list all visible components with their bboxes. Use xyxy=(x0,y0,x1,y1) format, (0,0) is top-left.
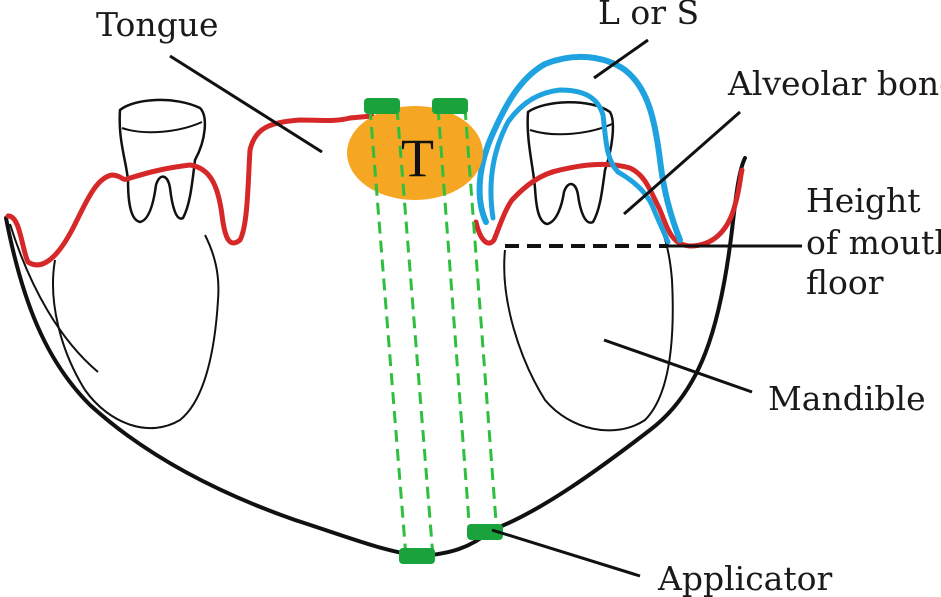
tumor-ellipse xyxy=(347,106,483,200)
mucosa-line-right xyxy=(473,161,745,249)
tongue-leader xyxy=(169,54,323,154)
alveolar-leader xyxy=(623,110,741,216)
mandible-leader xyxy=(603,338,753,394)
applicator-label: Applicator xyxy=(657,559,832,597)
applicator-leader xyxy=(491,528,641,578)
applicator-right xyxy=(432,98,503,540)
right-tooth xyxy=(526,101,615,226)
mandible-outline xyxy=(4,156,747,559)
height-label-line3: floor xyxy=(806,263,884,302)
applicator-left xyxy=(364,98,435,564)
lors-label: L or S xyxy=(598,0,699,32)
alveolar-bone-label: Alveolar bone xyxy=(727,64,941,103)
left-tooth xyxy=(118,98,207,224)
lors-leader xyxy=(593,38,649,80)
lesion-outer-outline xyxy=(476,53,683,243)
right-alveolar-outline xyxy=(503,221,674,432)
left-tooth-crown-line xyxy=(121,121,203,134)
lesion-inner-outline xyxy=(488,87,671,245)
left-alveolar-outline xyxy=(52,234,220,429)
height-label-line1: Height xyxy=(806,181,921,220)
tongue-label: Tongue xyxy=(96,5,218,44)
mandible-label: Mandible xyxy=(768,379,926,418)
height-label-line2: of mouth xyxy=(806,223,941,262)
tumor-label: T xyxy=(401,128,434,188)
mandible-inner-left xyxy=(9,223,99,373)
mucosa-line xyxy=(5,113,375,268)
